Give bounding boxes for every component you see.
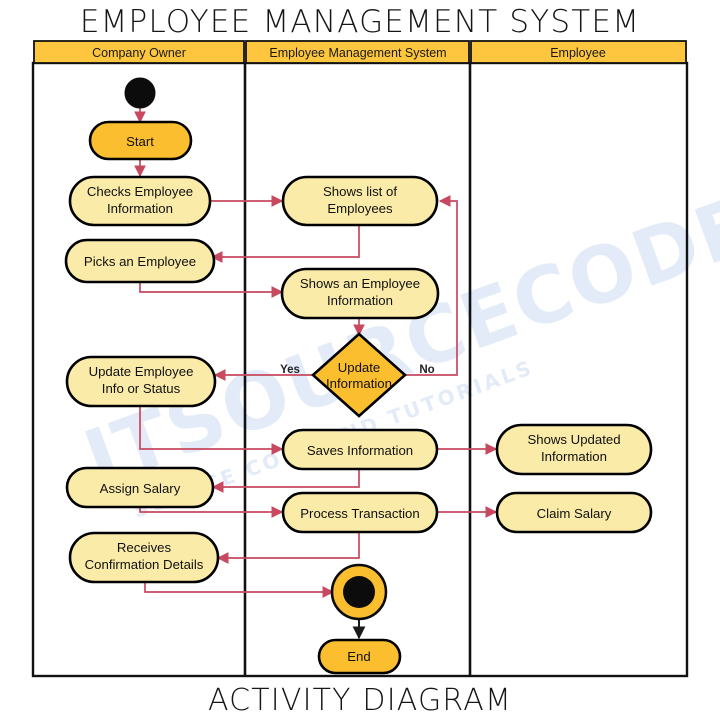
final-node bbox=[330, 563, 388, 621]
node-receives-confirmation-details-line-2: Confirmation Details bbox=[85, 557, 204, 572]
initial-node bbox=[124, 77, 156, 109]
flow-shows-list-to-picks bbox=[210, 226, 360, 263]
node-shows-an-employee-information[interactable]: Shows an Employee Information bbox=[280, 267, 440, 320]
lane-label-employee: Employee bbox=[550, 46, 606, 60]
flow-receives-confirmation-to-final bbox=[144, 581, 335, 598]
node-shows-an-employee-information-line-1: Shows an Employee bbox=[300, 276, 420, 291]
lane-header-employee-management-system bbox=[245, 40, 470, 64]
node-picks-an-employee[interactable]: Picks an Employee bbox=[64, 238, 216, 284]
swimlane-frame: Company Owner Employee Management System… bbox=[31, 40, 689, 678]
node-picks-an-employee-label: Picks an Employee bbox=[84, 254, 196, 269]
node-checks-employee-information-line-2: Information bbox=[107, 201, 173, 216]
flow-picks-to-shows-employee-info bbox=[139, 283, 284, 298]
node-shows-updated-information-line-1: Shows Updated bbox=[527, 432, 620, 447]
node-update-employee-info-or-status[interactable]: Update Employee Info or Status bbox=[65, 355, 217, 408]
node-shows-list-of-employees-line-1: Shows list of bbox=[323, 184, 397, 199]
node-shows-updated-information-line-2: Information bbox=[541, 449, 607, 464]
guard-label-no: No bbox=[419, 364, 434, 376]
node-end[interactable]: End bbox=[317, 638, 402, 675]
node-update-information-line-1: Update bbox=[338, 360, 381, 375]
node-assign-salary-label: Assign Salary bbox=[100, 481, 181, 496]
node-shows-list-of-employees[interactable]: Shows list of Employees bbox=[281, 175, 439, 227]
node-update-information-line-2: Information bbox=[326, 376, 392, 391]
node-claim-salary-label: Claim Salary bbox=[537, 506, 612, 521]
lane-header-employee bbox=[470, 40, 687, 64]
node-start[interactable]: Start bbox=[88, 120, 193, 161]
node-update-employee-info-or-status-line-2: Info or Status bbox=[102, 381, 181, 396]
node-shows-an-employee-information-line-2: Information bbox=[327, 293, 393, 308]
lane-label-employee-management-system: Employee Management System bbox=[269, 46, 446, 60]
flow-saves-to-assign-salary bbox=[211, 469, 360, 493]
node-saves-information-label: Saves Information bbox=[307, 443, 413, 458]
node-checks-employee-information-line-1: Checks Employee bbox=[87, 184, 193, 199]
node-process-transaction-label: Process Transaction bbox=[300, 506, 419, 521]
node-update-information[interactable]: Update Information bbox=[311, 332, 407, 418]
flow-update-employee-to-saves bbox=[139, 406, 284, 455]
lane-header-company-owner bbox=[33, 40, 245, 64]
lane-label-company-owner: Company Owner bbox=[92, 46, 186, 60]
page-title-bottom: ACTIVITY DIAGRAM bbox=[208, 683, 512, 718]
control-flows bbox=[134, 107, 498, 598]
node-assign-salary[interactable]: Assign Salary bbox=[65, 466, 215, 509]
node-shows-updated-information[interactable]: Shows Updated Information bbox=[495, 423, 653, 476]
flow-process-transaction-to-receives-confirmation bbox=[216, 532, 360, 564]
node-receives-confirmation-details-line-1: Receives bbox=[117, 540, 172, 555]
node-saves-information[interactable]: Saves Information bbox=[281, 428, 439, 471]
node-start-label: Start bbox=[126, 134, 154, 149]
node-claim-salary[interactable]: Claim Salary bbox=[495, 491, 653, 534]
guard-label-yes: Yes bbox=[280, 364, 300, 376]
node-update-employee-info-or-status-line-1: Update Employee bbox=[89, 364, 194, 379]
node-process-transaction[interactable]: Process Transaction bbox=[281, 491, 439, 534]
flow-decision-no-to-shows-list bbox=[405, 195, 458, 376]
page-title-top: EMPLOYEE MANAGEMENT SYSTEM bbox=[80, 4, 640, 40]
node-checks-employee-information[interactable]: Checks Employee Information bbox=[68, 175, 212, 227]
node-receives-confirmation-details[interactable]: Receives Confirmation Details bbox=[68, 531, 220, 584]
node-end-label: End bbox=[347, 649, 370, 664]
node-shows-list-of-employees-line-2: Employees bbox=[327, 201, 393, 216]
